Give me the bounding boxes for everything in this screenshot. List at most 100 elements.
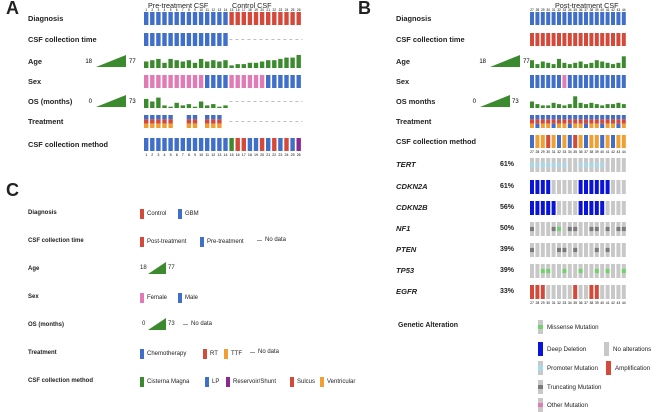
legend-missense-label: Missense Mutation	[547, 323, 599, 331]
b-sample-number: 39	[595, 150, 599, 154]
a-method-cell	[229, 138, 234, 151]
a-sample-number: 11	[205, 153, 209, 157]
b-sample-number: 40	[600, 150, 604, 154]
gene-deep-deletion	[535, 201, 540, 215]
a-top-number: 4	[164, 8, 166, 12]
a-os-bar	[211, 104, 216, 108]
b-time-cell	[600, 33, 605, 46]
a-sex-cell	[144, 75, 149, 88]
a-treat-ttf	[217, 123, 222, 128]
a-method-cell	[223, 138, 228, 151]
panel-a-header-control: Control CSF	[232, 1, 272, 10]
a-age-bar	[150, 60, 155, 68]
a-age-bar	[266, 60, 271, 68]
c-item-female: Female	[140, 293, 167, 303]
gene-deep-deletion	[530, 180, 534, 194]
a-age-max: 77	[129, 59, 136, 65]
gene-mutation-mark	[557, 162, 561, 168]
c-item-ttf-label: TTF	[231, 351, 242, 357]
b-os-bar	[530, 101, 534, 108]
gene-no-alteration	[562, 201, 567, 215]
legend-no-alterations: No alterations	[604, 342, 651, 356]
gene-no-alteration	[584, 222, 588, 236]
b-diagnosis-cell	[578, 12, 583, 25]
b-sample-number: 43	[617, 150, 621, 154]
gene-mutation-mark	[562, 162, 567, 168]
a-os-bar	[186, 104, 192, 108]
a-diagnosis-cell	[211, 12, 216, 25]
a-diagnosis-cell	[259, 12, 265, 25]
b-sex-cell	[551, 75, 556, 88]
c-item-gbm: GBM	[178, 209, 199, 219]
a-age-bar	[162, 62, 167, 68]
a-method-cell	[278, 138, 283, 151]
b-bottom-sample-number: 39	[595, 301, 599, 305]
gene-mutation-mark	[573, 247, 578, 253]
gene-no-alteration	[567, 264, 572, 278]
a-age-bar	[235, 64, 240, 68]
a-sex-cell	[247, 75, 253, 88]
c-swatch-blue	[140, 349, 144, 359]
gene-mutation-mark	[605, 226, 610, 232]
b-row-label-3: Sex	[396, 77, 410, 86]
c-swatch-red	[140, 237, 144, 247]
a-method-cell	[241, 138, 246, 151]
a-top-number: 12	[212, 8, 216, 12]
gene-deep-deletion	[584, 201, 588, 215]
a-os-bar	[223, 105, 228, 108]
gene-no-alteration	[557, 285, 561, 299]
a-method-cell	[144, 138, 149, 151]
b-bottom-sample-number: 28	[536, 301, 540, 305]
legend-missense: Missense Mutation	[538, 320, 599, 334]
b-method-cell	[616, 135, 621, 148]
b-age-max: 77	[523, 59, 530, 65]
a-sex-cell	[205, 75, 210, 88]
a-row-label-5: Treatment	[28, 117, 64, 126]
b-treat-chemo	[546, 115, 551, 120]
legend-amplification: Amplification	[606, 361, 650, 375]
b-row-label-2: Age	[396, 57, 410, 66]
a-sample-number: 13	[217, 153, 221, 157]
a-top-number: 21	[266, 8, 270, 12]
b-treat-rt	[600, 119, 605, 124]
promoter-swatch	[538, 361, 543, 375]
b-bottom-sample-number: 42	[611, 301, 615, 305]
no-alterations-swatch	[604, 342, 609, 356]
a-sex-cell	[174, 75, 179, 88]
b-method-cell	[594, 135, 599, 148]
a-diagnosis-cell	[235, 12, 240, 25]
gene-no-alteration	[567, 201, 572, 215]
a-treat-rt	[192, 119, 198, 124]
b-sample-number: 36	[579, 150, 583, 154]
b-row-label-4: OS months	[396, 97, 436, 106]
b-os-bar	[621, 104, 626, 108]
a-treat-rt	[186, 119, 192, 124]
a-diagnosis-cell	[278, 12, 283, 25]
a-top-number: 25	[291, 8, 295, 12]
a-sex-cell	[296, 75, 301, 88]
a-os-bar	[144, 98, 149, 108]
gene-no-alteration	[535, 264, 540, 278]
a-os-bar	[217, 106, 222, 108]
c-item-no-data-os: No data	[183, 321, 212, 327]
b-sample-number: 38	[590, 150, 594, 154]
panel-b-header: Post-treatment CSF	[555, 1, 619, 10]
b-age-bar	[546, 62, 551, 68]
b-age-bar	[611, 64, 615, 68]
a-sex-cell	[223, 75, 228, 88]
a-time-cell	[198, 33, 204, 46]
gene-mutation-mark	[621, 268, 626, 274]
gene-no-alteration	[605, 158, 610, 172]
a-method-cell	[162, 138, 167, 151]
a-diagnosis-cell	[247, 12, 253, 25]
gene-mutation-mark	[546, 268, 551, 274]
b-top-number: 37	[584, 8, 588, 12]
c-nodata-treat-label: No data	[258, 349, 280, 355]
b-time-cell	[557, 33, 561, 46]
a-age-bar	[253, 62, 259, 68]
b-diagnosis-cell	[557, 12, 561, 25]
b-top-number: 38	[590, 8, 594, 12]
a-top-number: 10	[199, 8, 203, 12]
